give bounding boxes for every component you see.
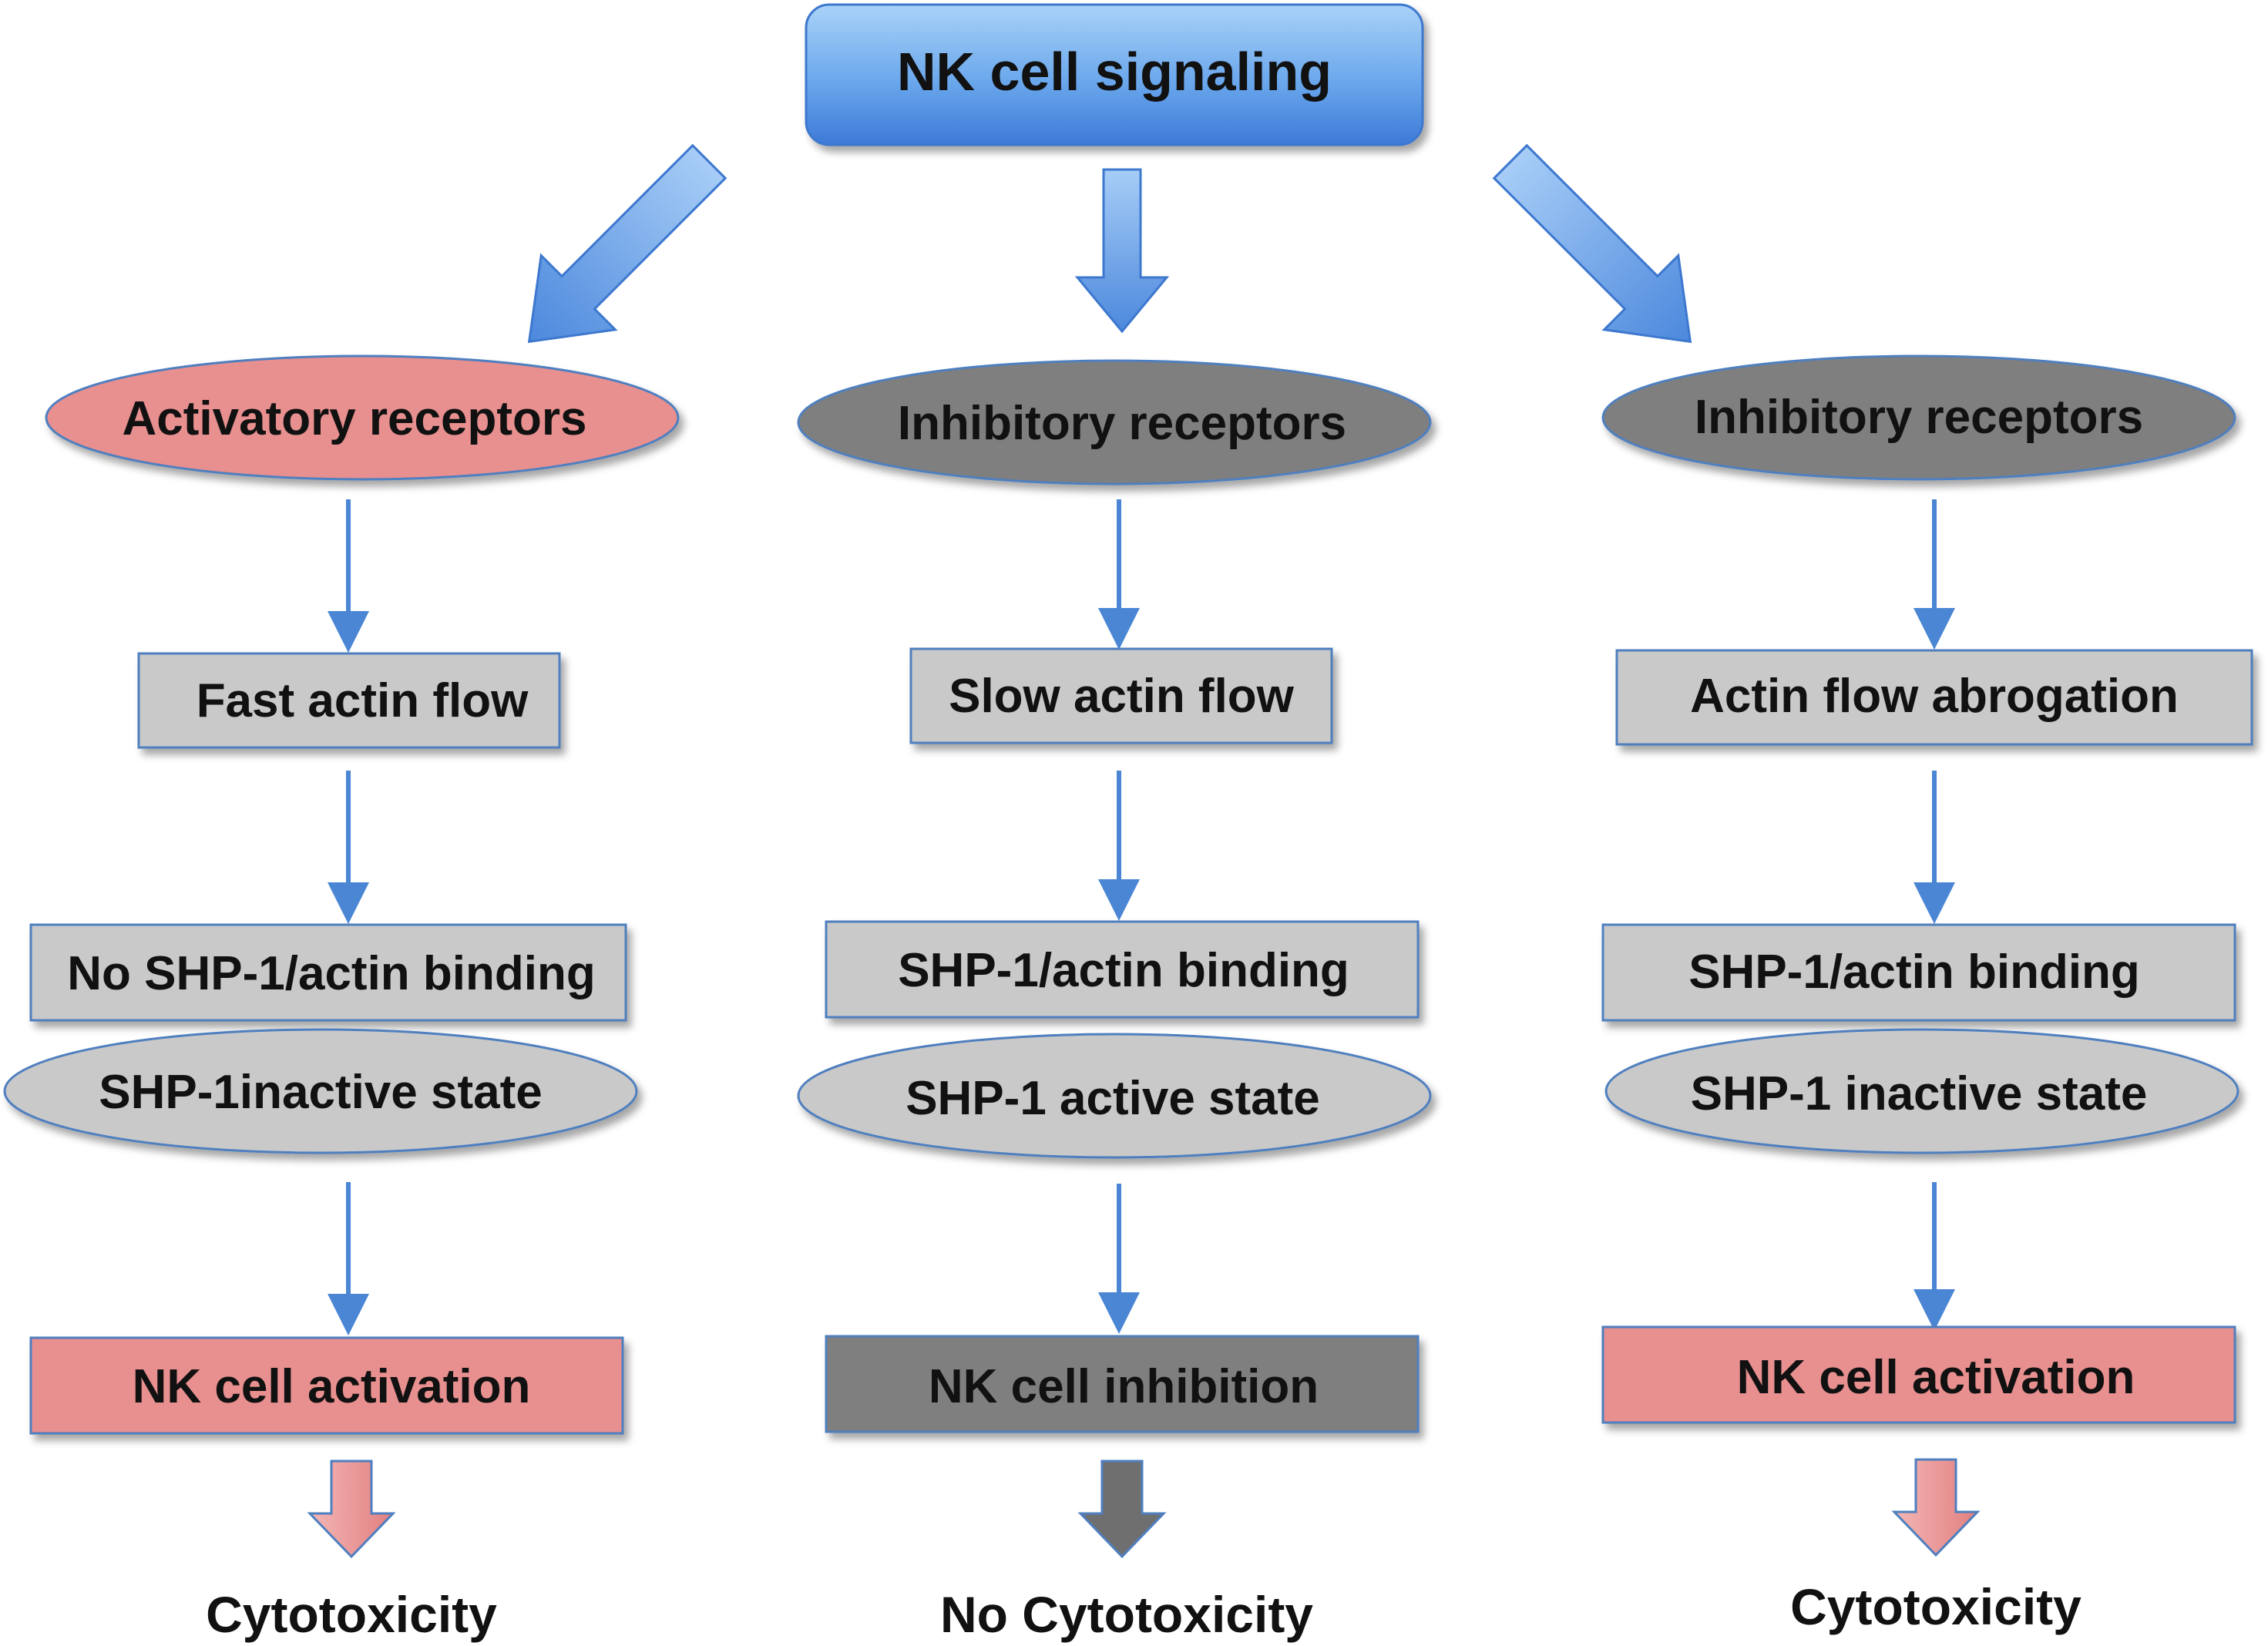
title-box: NK cell signaling [805,3,1424,146]
actin-box [137,652,561,749]
branch-arrows [527,143,1692,344]
result-label: NK cell activation [1737,1351,2135,1404]
binding-label: No SHP-1/actin binding [67,947,595,1000]
outcome-label: No Cytotoxicity [940,1586,1313,1643]
binding-box [825,920,1420,1019]
result-label: NK cell activation [133,1360,531,1413]
column-inhibitory-right: Inhibitory receptors Actin flow abrogati… [1601,354,2253,1635]
outcome-label: Cytotoxicity [1790,1578,2082,1635]
result-box [29,1336,624,1435]
actin-label: Slow actin flow [949,670,1295,723]
branch-arrow-center [1074,168,1170,334]
branch-arrow-left [527,143,727,344]
state-ellipse [1604,1028,2239,1154]
receptor-label: Inhibitory receptors [898,397,1346,450]
state-ellipse [797,1033,1432,1159]
binding-box [1601,923,2236,1022]
binding-label: SHP-1/actin binding [1688,946,2140,999]
result-box [1601,1325,2236,1424]
actin-label: Actin flow abrogation [1690,670,2179,723]
binding-box [29,923,627,1022]
outcome-arrow [1077,1460,1167,1559]
title-text: NK cell signaling [897,42,1332,102]
actin-box [1615,649,2253,746]
state-label: SHP-1 active state [906,1072,1320,1125]
column-inhibitory-center: Inhibitory receptors Slow actin flow SHP… [797,359,1432,1643]
outcome-arrow [307,1460,396,1559]
binding-label: SHP-1/actin binding [898,944,1349,997]
branch-arrow-right [1492,143,1692,344]
outcome-arrow [1891,1458,1981,1557]
receptor-ellipse [1601,354,2236,481]
actin-box [909,647,1333,744]
column-activatory: Activatory receptors Fast actin flow No … [3,354,680,1643]
state-ellipse [3,1028,638,1154]
receptor-ellipse [797,359,1432,485]
outcome-label: Cytotoxicity [206,1586,497,1643]
receptor-ellipse [45,354,680,481]
receptor-label: Inhibitory receptors [1695,391,2143,444]
state-label: SHP-1 inactive state [1691,1067,2148,1120]
receptor-label: Activatory receptors [122,392,586,445]
state-label: SHP-1inactive state [99,1066,542,1119]
actin-label: Fast actin flow [197,674,529,727]
result-label: NK cell inhibition [929,1360,1319,1413]
result-box [825,1335,1420,1433]
